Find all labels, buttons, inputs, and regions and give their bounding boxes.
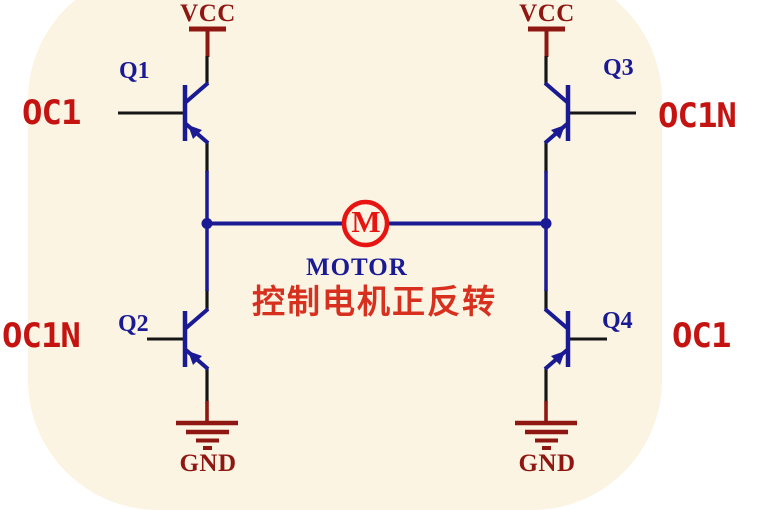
vcc-symbol-left [189, 26, 226, 57]
schematic-canvas [118, 26, 636, 450]
net-label-oc1n-right: OC1N [658, 96, 737, 136]
motor-symbol-letter: M [351, 204, 381, 239]
gnd-label-right: GND [518, 450, 576, 477]
junction-dot-right [540, 218, 552, 229]
caption-text: 控制电机正反转 [252, 282, 497, 321]
q1-designator: Q1 [119, 58, 150, 84]
q1-collector [184, 81, 210, 104]
vcc-label-left: VCC [180, 0, 236, 27]
net-label-oc1n-left: OC1N [2, 316, 81, 356]
gnd-label-left: GND [179, 450, 237, 477]
q2-emitter-arrow [188, 351, 202, 365]
q1-emitter-arrow [188, 125, 202, 139]
vcc-symbol-right [528, 26, 565, 57]
q3-designator: Q3 [603, 55, 634, 81]
q4-emitter-arrow [551, 351, 565, 365]
q3-emitter-arrow [551, 125, 565, 139]
transistor-q3 [543, 81, 571, 145]
junction-dot-left [201, 218, 213, 229]
vcc-label-right: VCC [519, 0, 575, 27]
net-label-oc1-right: OC1 [672, 316, 731, 356]
net-label-oc1-left: OC1 [22, 93, 81, 133]
motor-label: MOTOR [306, 254, 408, 281]
q4-collector [543, 307, 569, 330]
gnd-symbol-left [176, 401, 238, 450]
transistor-q1 [182, 81, 210, 145]
q4-designator: Q4 [602, 308, 633, 334]
q2-collector [184, 307, 210, 330]
schematic-page: { "schematic": { "power": { "vcc_left": … [2, 0, 737, 510]
gnd-symbol-right [515, 401, 577, 450]
transistor-q2 [182, 307, 210, 371]
q3-collector [543, 81, 569, 104]
black-wires [118, 56, 636, 402]
q2-designator: Q2 [118, 311, 149, 337]
motor-circle [341, 199, 390, 248]
navy-wires [205, 171, 548, 291]
transistor-q4 [543, 307, 571, 371]
